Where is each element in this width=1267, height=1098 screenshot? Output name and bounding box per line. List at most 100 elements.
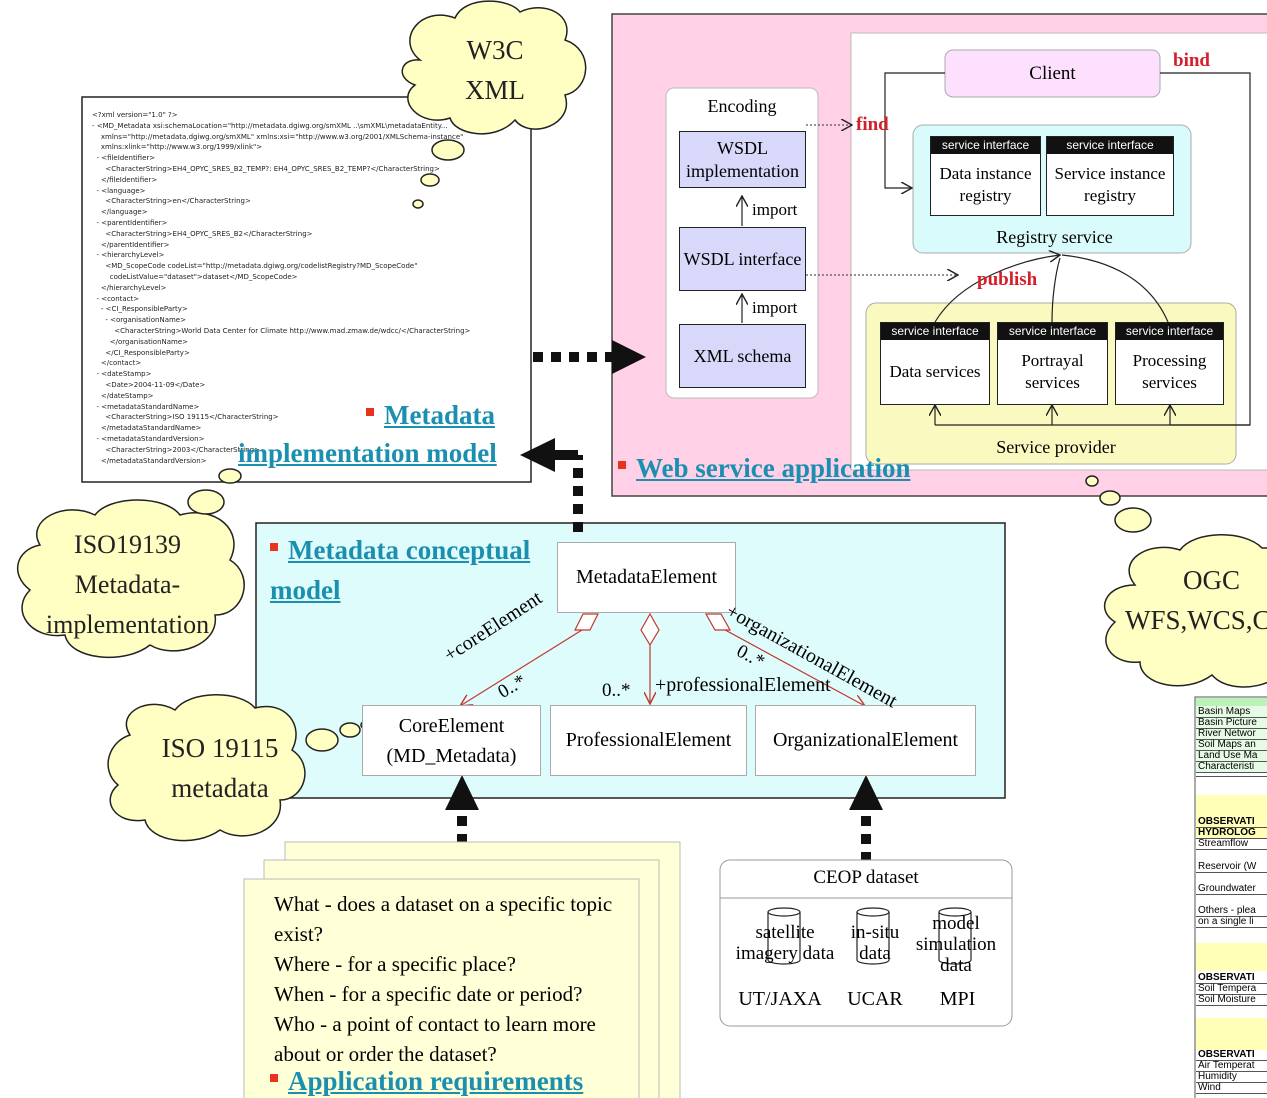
xml-line: - <metadataStandardName> (92, 402, 200, 411)
wsdl-interface-box: WSDL interface (679, 227, 806, 291)
metadata-conceptual-title: Metadata conceptual (270, 535, 530, 566)
req-line: exist? (274, 922, 323, 946)
data-services-box: service interface Data services (880, 322, 990, 405)
model-line2: simulation (915, 934, 997, 955)
xml-label: XML (465, 75, 525, 105)
xml-schema-box: XML schema (679, 324, 806, 388)
xml-line: </metadataStandardVersion> (92, 456, 207, 465)
xml-line: <CharacterString>ISO 19115</CharacterStr… (92, 413, 279, 422)
wsdl-impl-line1: WSDL (717, 137, 768, 158)
side-table-row: Air Temperat (1196, 1060, 1267, 1072)
service-instance-registry-line1: Service instance (1054, 163, 1166, 183)
satellite-line1: satellite (755, 922, 815, 943)
side-table-row: Groundwater (1196, 883, 1267, 895)
ut-jaxa-label: UT/JAXA (738, 988, 822, 1010)
import-label-2: import (752, 298, 798, 317)
encoding-label: Encoding (707, 96, 777, 116)
ogc-cloud-text: OGC WFS,WCS,C (1115, 560, 1267, 640)
xml-line: </dateStamp> (92, 391, 154, 400)
model-line3: data (940, 955, 972, 976)
side-table-row: Soil Tempera (1196, 983, 1267, 995)
service-interface-header: service interface (931, 137, 1040, 154)
req-line: What - does a dataset on a specific topi… (274, 892, 613, 916)
data-instance-registry-line2: registry (959, 185, 1012, 205)
xml-listing-frame (81, 96, 532, 483)
satellite-imagery-label: satellite imagery data (730, 922, 840, 964)
side-table-row: OBSERVATI (1196, 816, 1267, 828)
req-sheet-front (243, 878, 640, 1098)
metadata-implementation-title: Metadata (366, 400, 495, 431)
core-element-class: CoreElement (MD_Metadata) (362, 705, 541, 776)
ceop-panel (719, 859, 1013, 1027)
ogc-services-label: WFS,WCS,C (1125, 605, 1267, 635)
data-instance-registry-line1: Data instance (939, 163, 1032, 183)
xml-line: codeListValue="dataset">dataset</MD_Scop… (92, 272, 298, 281)
service-provider-label: Service provider (996, 437, 1116, 457)
xml-line: </fileIdentifier> (92, 175, 158, 184)
find-label: find (856, 114, 889, 135)
xml-line: - <parentIdentifier> (92, 218, 168, 227)
data-services-label: Data services (889, 362, 981, 381)
xml-line: - <fileIdentifier> (92, 154, 156, 163)
requirements-text: What - does a dataset on a specific topi… (274, 889, 634, 1069)
portrayal-line2: services (1025, 373, 1080, 392)
side-table-row: Soil Moisture (1196, 994, 1267, 1006)
data-instance-registry-box: service interface Data instance registry (930, 136, 1041, 216)
iso19115-label: ISO 19115 (161, 733, 279, 763)
xml-line: <CharacterString>en</CharacterString> (92, 197, 251, 206)
professional-element-role: +professionalElement (655, 674, 831, 696)
iso19115-metadata-label: metadata (171, 773, 269, 803)
xml-line: <Date>2004-11-09</Date> (92, 380, 206, 389)
side-table-row: River Networ (1196, 728, 1267, 740)
ogc-label: OGC (1183, 565, 1241, 595)
xml-line: xmlns="http://metadata.dgiwg.org/smXML" … (92, 132, 464, 141)
service-interface-header: service interface (881, 323, 989, 340)
w3c-cloud (401, 0, 587, 209)
side-table-row: on a single li (1196, 916, 1267, 928)
web-service-application-title: Web service application (618, 453, 910, 484)
req-line: Who - a point of contact to learn more (274, 1012, 596, 1036)
service-interface-header: service interface (998, 323, 1107, 340)
portrayal-services-box: service interface Portrayal services (997, 322, 1108, 405)
xml-line: - <metadataStandardVersion> (92, 434, 205, 443)
metadata-element-class: MetadataElement (557, 542, 736, 613)
xml-line: <MD_ScopeCode codeList="http://metadata.… (92, 262, 418, 271)
import-label-1: import (752, 200, 798, 219)
xml-line: </CI_ResponsibleParty> (92, 348, 190, 357)
w3c-cloud-text: W3C XML (440, 30, 550, 110)
side-table-row: Characteristi (1196, 761, 1267, 773)
satellite-line2: imagery data (735, 943, 835, 964)
xml-line: <CharacterString>EH4_OPYC_SRES_B2_TEMP?:… (92, 164, 440, 173)
xml-metadata-listing: <?xml version="1.0" ?>- <MD_Metadata xsi… (92, 110, 470, 466)
xml-line: - <hierarchyLevel> (92, 251, 165, 260)
xml-line: xmlns:xlink="http://www.w3.org/1999/xlin… (92, 143, 263, 152)
application-requirements-title: Application requirements (270, 1066, 583, 1097)
portrayal-line1: Portrayal (1021, 351, 1084, 370)
req-line: When - for a specific date or period? (274, 982, 583, 1006)
ogc-cloud (1085, 475, 1267, 688)
ucar-label: UCAR (847, 988, 903, 1010)
side-table-row: HYDROLOG (1196, 827, 1267, 839)
side-table-row: Basin Picture (1196, 717, 1267, 729)
req-line: Where - for a specific place? (274, 952, 516, 976)
processing-line2: services (1142, 373, 1197, 392)
client-label: Client (1029, 63, 1076, 84)
service-interface-header: service interface (1116, 323, 1223, 340)
side-table-row: Others - plea (1196, 905, 1267, 917)
metadata-implementation-title-line2: implementation model (238, 438, 497, 468)
w3c-label: W3C (466, 35, 524, 65)
in-situ-line2: data (859, 943, 891, 964)
xml-line: <CharacterString>World Data Center for C… (92, 326, 471, 335)
metadata-hyphen-label: Metadata- (74, 570, 181, 599)
xml-line: - <language> (92, 186, 146, 195)
side-table-row: Soil Maps an (1196, 739, 1267, 751)
xml-line: </language> (92, 208, 148, 217)
xml-line: - <dateStamp> (92, 370, 152, 379)
mpi-label: MPI (939, 988, 976, 1010)
core-element-subtitle: (MD_Metadata) (386, 744, 517, 767)
side-table-row: Humidity (1196, 1071, 1267, 1083)
xml-line: </parentIdentifier> (92, 240, 170, 249)
xml-line: - <CI_ResponsibleParty> (92, 305, 188, 314)
req-line: about or order the dataset? (274, 1042, 497, 1066)
